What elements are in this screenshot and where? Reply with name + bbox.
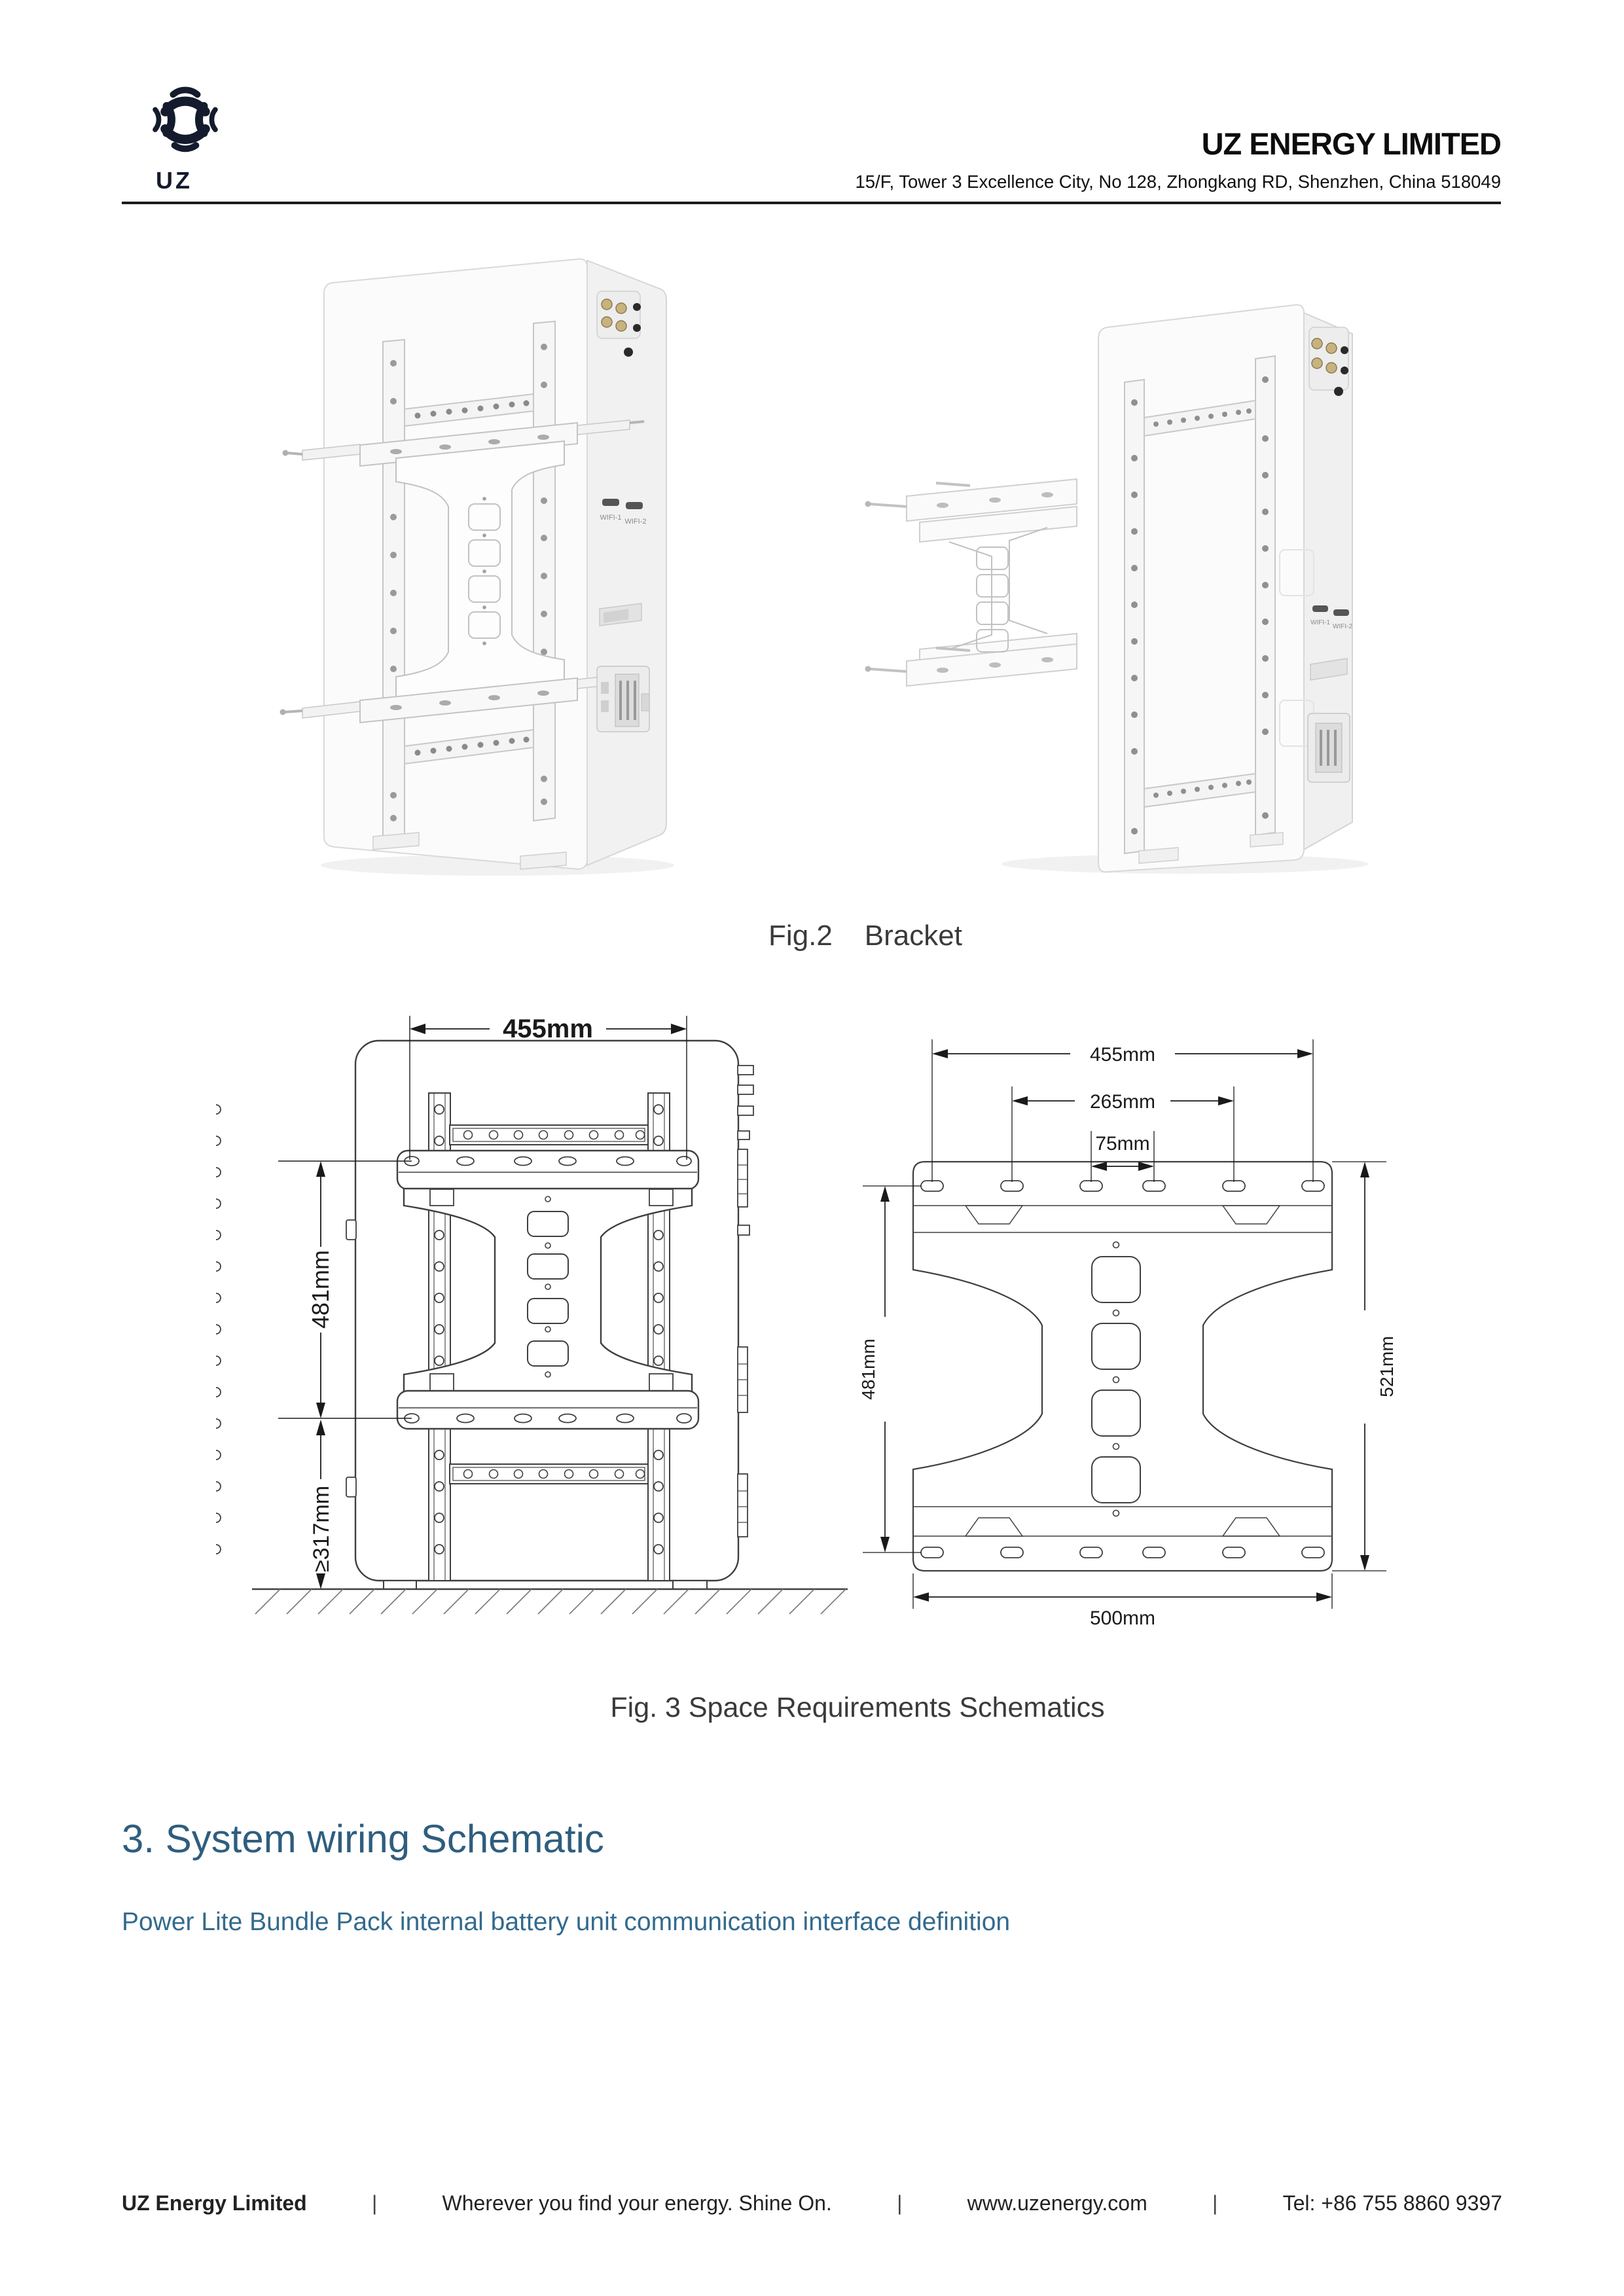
footer-company: UZ Energy Limited xyxy=(122,2191,307,2215)
section-heading: 3. System wiring Schematic xyxy=(122,1817,604,1861)
dim-right-width-mid: 265mm xyxy=(1090,1091,1155,1113)
dim-right-width-inner: 75mm xyxy=(1095,1133,1149,1155)
wifi1-label: WIFI-1 xyxy=(600,514,622,522)
fig2-render-bracket-mounted: WIFI-1 WIFI-2 xyxy=(280,258,674,876)
footer-divider: | xyxy=(897,2191,903,2215)
dim-right-height-left: 481mm xyxy=(858,1338,878,1399)
wifi2-label: WIFI-2 xyxy=(1333,623,1352,630)
section-subheading: Power Lite Bundle Pack internal battery … xyxy=(122,1908,1011,1936)
fig3-schematic-front-view: 455mm 481mm ≥317mm xyxy=(216,1014,848,1615)
dim-left-height-ground: ≥317mm xyxy=(309,1486,334,1572)
wifi1-label: WIFI-1 xyxy=(1310,619,1330,626)
logo-wordmark: UZ xyxy=(156,167,192,194)
dim-left-width-top: 455mm xyxy=(503,1014,593,1043)
page-footer: UZ Energy Limited | Wherever you find yo… xyxy=(122,2191,1502,2215)
dim-right-width-bottom: 500mm xyxy=(1090,1607,1155,1629)
dim-left-height-bracket: 481mm xyxy=(307,1250,334,1329)
dim-right-width-outer: 455mm xyxy=(1090,1044,1155,1066)
company-title: UZ ENERGY LIMITED xyxy=(1201,126,1502,161)
footer-divider: | xyxy=(371,2191,378,2215)
fig3-schematic-bracket-plate: 455mm 265mm 75mm 481mm 521mm 500mm xyxy=(858,1039,1397,1629)
dim-right-height-right: 521mm xyxy=(1377,1336,1397,1397)
footer-phone: Tel: +86 755 8860 9397 xyxy=(1282,2191,1502,2215)
fig2-caption: Fig.2 Bracket xyxy=(768,920,962,952)
company-logo: UZ xyxy=(149,84,228,194)
wifi2-label: WIFI-2 xyxy=(625,518,647,526)
uz-logo-icon xyxy=(153,86,218,152)
header-rule xyxy=(122,202,1501,204)
company-address: 15/F, Tower 3 Excellence City, No 128, Z… xyxy=(855,171,1501,192)
fig2-render-bracket-detached: WIFI-1 WIFI-2 xyxy=(865,304,1368,874)
footer-website: www.uzenergy.com xyxy=(967,2191,1147,2215)
footer-slogan: Wherever you find your energy. Shine On. xyxy=(442,2191,832,2215)
fig3-caption: Fig. 3 Space Requirements Schematics xyxy=(610,1692,1105,1723)
footer-divider: | xyxy=(1212,2191,1218,2215)
